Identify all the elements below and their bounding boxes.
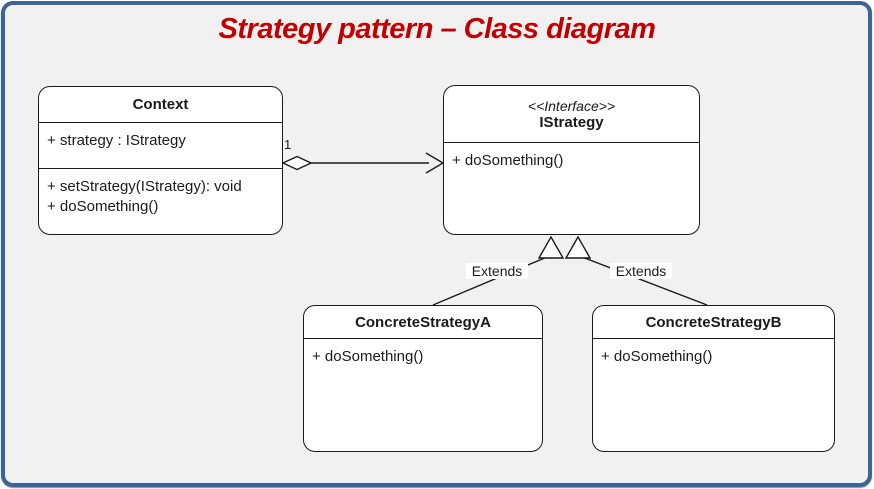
class-concrete-a-name: ConcreteStrategyA xyxy=(355,313,491,331)
class-istrategy-name: IStrategy xyxy=(539,113,604,131)
diagram-title: Strategy pattern – Class diagram xyxy=(218,13,656,45)
class-context-name: Context xyxy=(132,96,189,113)
class-concrete-strategy-a: ConcreteStrategyA + doSomething() xyxy=(303,305,543,452)
class-context-attributes: + strategy : IStrategy xyxy=(39,122,282,168)
method-item: + setStrategy(IStrategy): void xyxy=(47,178,242,195)
class-istrategy-methods: + doSomething() xyxy=(444,142,699,234)
multiplicity-label: 1 xyxy=(284,137,292,152)
method-item: + doSomething() xyxy=(452,152,564,169)
class-context: Context + strategy : IStrategy + setStra… xyxy=(38,86,283,235)
method-item: + doSomething() xyxy=(601,348,713,365)
method-item: + doSomething() xyxy=(312,348,424,365)
extends-label-b: Extends xyxy=(610,263,672,279)
class-context-methods: + setStrategy(IStrategy): void + doSomet… xyxy=(39,168,282,234)
interface-stereotype: <<Interface>> xyxy=(527,97,616,114)
extends-label-a: Extends xyxy=(466,263,528,279)
method-item: + doSomething() xyxy=(47,198,159,215)
class-concrete-strategy-b: ConcreteStrategyB + doSomething() xyxy=(592,305,835,452)
class-istrategy-header: <<Interface>> IStrategy xyxy=(444,86,699,142)
class-concrete-a-methods: + doSomething() xyxy=(304,338,542,451)
class-istrategy: <<Interface>> IStrategy + doSomething() xyxy=(443,85,700,235)
class-concrete-b-name: ConcreteStrategyB xyxy=(645,313,782,331)
class-concrete-b-methods: + doSomething() xyxy=(593,338,834,451)
attribute-item: + strategy : IStrategy xyxy=(47,132,186,149)
